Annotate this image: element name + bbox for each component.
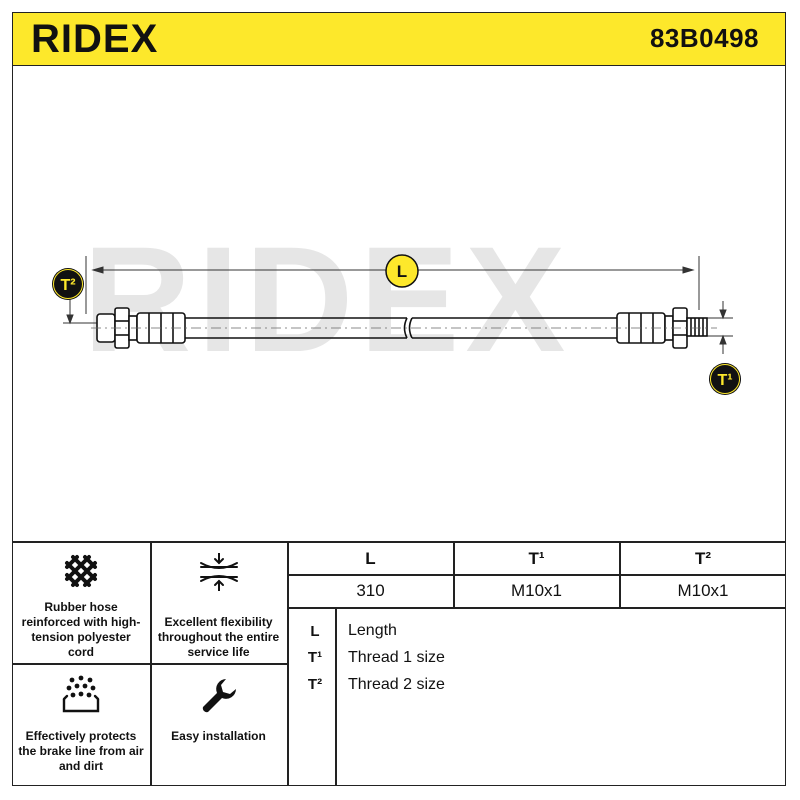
spec-value-length: 310	[356, 581, 385, 600]
legend-label: Thread 1 size	[348, 649, 445, 666]
watermark-text: RIDEX	[83, 215, 571, 383]
thread-2-dimension	[63, 298, 98, 325]
divider	[12, 541, 786, 543]
thread-1-badge-label: T¹	[717, 372, 732, 389]
feature-text: Effectively protects the brake line from…	[18, 729, 144, 773]
legend-key: T¹	[307, 649, 323, 666]
feature-protection: Effectively protects the brake line from…	[12, 663, 150, 786]
feature-text: Excellent flexibility throughout the ent…	[157, 615, 280, 659]
feature-text: Easy installation	[171, 729, 266, 743]
thread-1-badge	[709, 363, 741, 395]
divider	[287, 607, 786, 609]
divider	[453, 541, 455, 607]
mesh-icon	[65, 555, 97, 587]
divider	[619, 541, 621, 607]
spec-header-length: L	[365, 549, 376, 568]
header-bar: RIDEX 83B0498	[12, 12, 786, 66]
spec-value-thread-2: M10x1	[677, 581, 729, 600]
feature-installation: Easy installation	[150, 663, 287, 786]
thread-2-badge	[52, 268, 84, 300]
info-panel: Rubber hose reinforced with high-tension…	[12, 541, 786, 786]
spec-header-thread-1: T¹	[528, 549, 545, 568]
spec-value-thread-1: M10x1	[510, 581, 563, 600]
legend-label: Length	[348, 622, 397, 639]
feature-reinforced-hose: Rubber hose reinforced with high-tension…	[12, 541, 150, 663]
hose-drawing: RIDEX L T² T¹	[52, 215, 741, 395]
protection-icon	[62, 675, 100, 713]
legend-key: L	[310, 623, 320, 640]
spec-header-thread-2: T²	[694, 549, 712, 568]
divider	[150, 541, 152, 786]
wrench-icon	[202, 679, 236, 713]
divider	[287, 574, 786, 576]
ridex-logo: RIDEX	[31, 19, 158, 59]
legend-key: T²	[307, 676, 323, 693]
feature-flexibility: Excellent flexibility throughout the ent…	[150, 541, 287, 663]
part-number: 83B0498	[649, 23, 759, 53]
svg-text:RIDEX: RIDEX	[31, 19, 158, 59]
legend-label: Thread 2 size	[348, 676, 445, 693]
flexibility-icon	[199, 553, 238, 591]
length-badge-label: L	[397, 262, 407, 281]
thread-2-badge-label: T²	[60, 277, 75, 294]
feature-text: Rubber hose reinforced with high-tension…	[21, 600, 141, 659]
divider	[287, 541, 289, 786]
length-badge	[385, 254, 419, 288]
divider	[335, 607, 337, 786]
thread-1-dimension	[703, 301, 733, 354]
